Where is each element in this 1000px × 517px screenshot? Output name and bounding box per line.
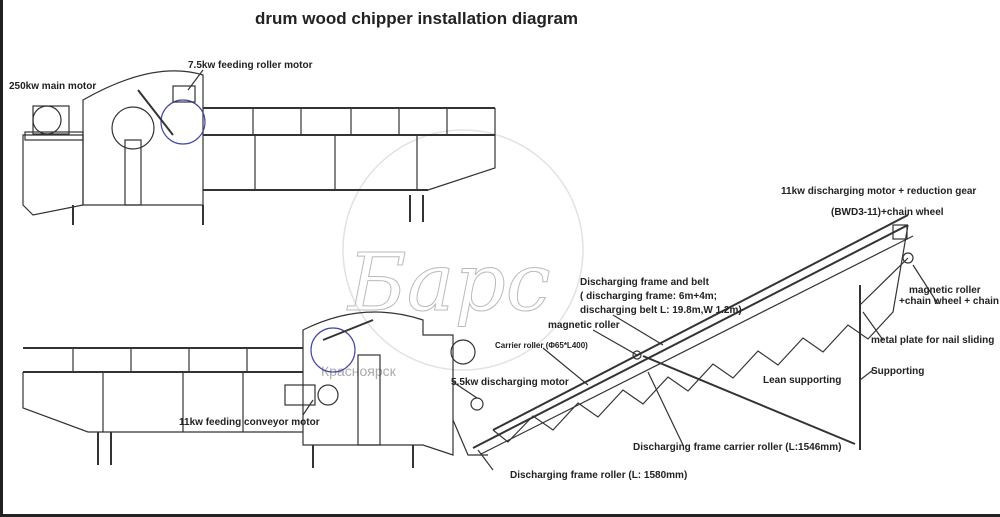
label-frame-roller: Discharging frame roller (L: 1580mm): [510, 470, 687, 481]
label-carrier-roller: Carrier roller (Φ65*L400): [495, 341, 588, 350]
label-magnetic-roller-chain-2: +chain wheel + chain: [899, 296, 999, 307]
label-frame-belt: Discharging frame and belt: [580, 277, 710, 288]
top-chipper-side-view: [22, 70, 496, 225]
label-feeding-roller-motor: 7.5kw feeding roller motor: [188, 60, 313, 71]
label-lean-supporting: Lean supporting: [763, 375, 841, 386]
label-main-motor: 250kw main motor: [9, 81, 96, 92]
label-discharging-motor-gear-model: (BWD3-11)+chain wheel: [831, 207, 944, 218]
label-discharging-motor: 5.5kw discharging motor: [451, 377, 569, 388]
label-supporting: Supporting: [871, 366, 924, 377]
label-frame-belt-frame: ( discharging frame: 6m+4m;: [580, 291, 717, 302]
watermark-brand: Барс: [346, 236, 551, 329]
diagram-title: drum wood chipper installation diagram: [255, 9, 578, 28]
leader-lines: [187, 69, 939, 471]
label-magnetic-roller-chain: magnetic roller: [909, 285, 981, 296]
diagram-canvas: Барс Красноярск drum wood chipper instal…: [9, 9, 999, 481]
label-magnetic-roller: magnetic roller: [548, 320, 620, 331]
label-metal-plate: metal plate for nail sliding: [871, 335, 994, 346]
watermark-city: Красноярск: [321, 363, 397, 379]
label-discharging-motor-gear: 11kw discharging motor + reduction gear: [781, 186, 976, 197]
discharging-conveyor: [472, 214, 914, 455]
label-frame-carrier-roller: Discharging frame carrier roller (L:1546…: [633, 442, 841, 453]
label-frame-belt-belt: discharging belt L: 19.8m,W 1.2m): [580, 305, 742, 316]
label-feeding-conveyor-motor: 11kw feeding conveyor motor: [179, 417, 320, 428]
bottom-chipper-side-view: [22, 311, 488, 468]
watermark: Барс Красноярск: [321, 129, 584, 379]
